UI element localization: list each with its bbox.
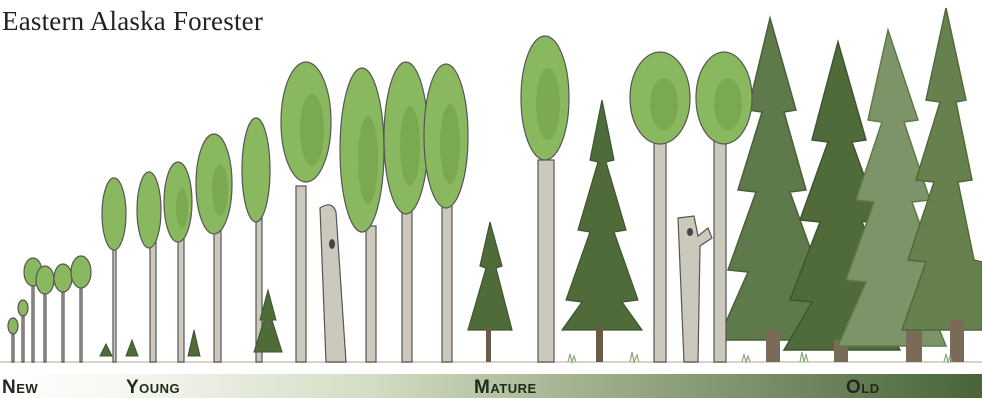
aspen-trunk — [714, 130, 726, 362]
spruce-seedling — [126, 340, 138, 356]
aspen-trunk — [366, 226, 376, 362]
aspen-crown — [102, 178, 126, 250]
aspen-trunk — [12, 330, 14, 362]
snag-cavity — [687, 228, 693, 236]
aspen-trunk — [442, 206, 452, 362]
aspen-trunk — [62, 284, 64, 362]
stage-label-mature: Mature — [474, 378, 537, 398]
aspen-trunk — [113, 240, 116, 362]
old-spruce-trunk — [906, 330, 922, 362]
aspen-trunk — [654, 130, 666, 362]
aspen-trunk — [402, 204, 412, 362]
aspen-trunk — [44, 286, 46, 362]
old-spruce-trunk — [950, 320, 964, 362]
mature-spruce-tree — [562, 100, 642, 330]
aspen-trunk — [150, 236, 156, 362]
spruce-seedling — [100, 344, 112, 356]
mature-spruce-trunk — [486, 328, 491, 362]
aspen-trunk — [32, 280, 34, 362]
snag-trunk — [678, 216, 712, 362]
aspen-crown — [242, 118, 270, 222]
aspen-trunk — [538, 160, 554, 362]
aspen-crown — [36, 266, 54, 294]
stage-label-old: Old — [846, 378, 880, 398]
aspen-trunk — [80, 278, 82, 362]
aspen-crown — [54, 264, 72, 292]
aspen-crown — [71, 256, 91, 288]
mature-spruce-trunk — [596, 326, 603, 362]
spruce-seedlings — [100, 290, 282, 356]
snag-trunk — [320, 205, 346, 362]
aspen-crown — [8, 318, 18, 334]
stage-label-new: New — [2, 378, 38, 398]
mature-spruce-tree — [468, 222, 512, 330]
stage-label-young: Young — [126, 378, 180, 398]
spruce-seedling — [188, 330, 200, 356]
old-stage-trees — [718, 8, 982, 362]
old-spruce-trunk — [766, 330, 780, 362]
aspen-trunk — [178, 228, 184, 362]
aspen-crown — [18, 300, 28, 316]
deciduous-trees — [8, 36, 752, 362]
aspen-trunk — [296, 186, 306, 362]
aspen-trunk — [214, 228, 221, 362]
aspen-crown — [137, 172, 161, 248]
snag-cavity — [329, 239, 335, 249]
ground-grass — [568, 352, 952, 362]
